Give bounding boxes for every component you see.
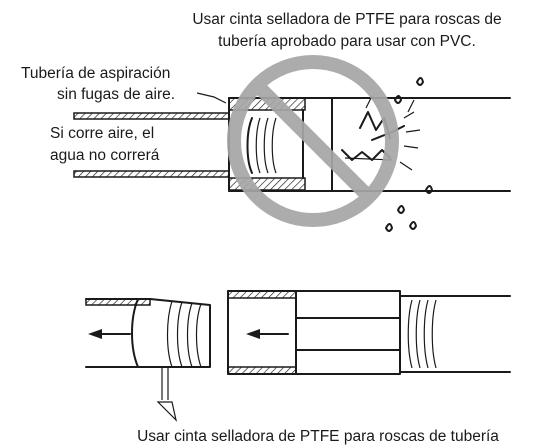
male-pipe-end: [85, 298, 211, 422]
female-fitting: [227, 290, 401, 375]
suction-pipe-label-line2: sin fugas de aire.: [57, 86, 175, 103]
suction-leader-line: [196, 92, 227, 104]
bottom-note: Usar cinta selladora de PTFE para roscas…: [137, 428, 499, 445]
top-note-line2: tubería aprobado para usar con PVC.: [218, 33, 476, 50]
suction-pipe-label-line1: Tubería de aspiración: [21, 65, 170, 82]
top-note-line1: Usar cinta selladora de PTFE para roscas…: [192, 11, 501, 28]
air-label-line2: agua no correrá: [50, 147, 160, 164]
right-pipe: [399, 295, 511, 373]
air-label-line1: Si corre aire, el: [50, 125, 154, 142]
no-symbol-icon: [227, 55, 399, 227]
